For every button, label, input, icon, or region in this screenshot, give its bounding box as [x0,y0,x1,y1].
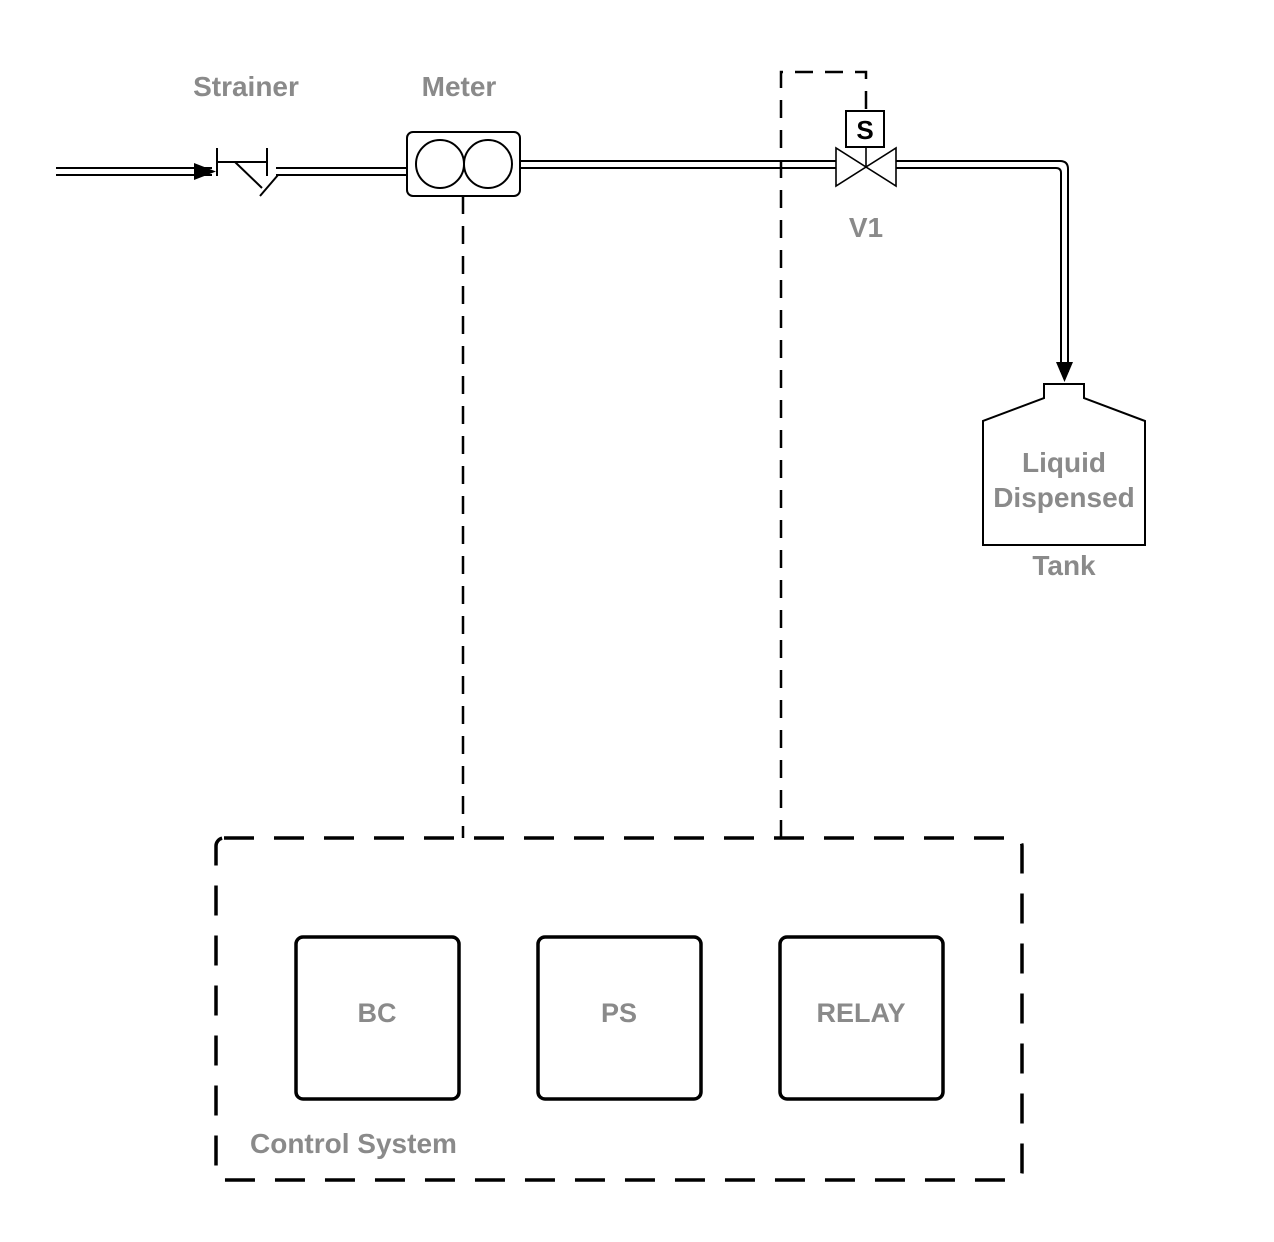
control-system-label: Control System [250,1128,457,1159]
module-relay-label: RELAY [816,998,905,1028]
valve-signal-line [779,70,868,838]
tank-icon [982,383,1146,546]
module-relay-box[interactable] [778,935,945,1101]
signal-lines [461,70,868,838]
module-bc-box[interactable] [294,935,461,1101]
strainer-label: Strainer [193,71,299,102]
tank-content-line2: Dispensed [993,482,1135,513]
inlet-arrow-icon [194,163,216,180]
pipe-meter-valve [520,160,836,169]
tank-arrow-icon [1056,362,1073,382]
tank-content-line1: Liquid [1022,447,1106,478]
solenoid-label: S [856,115,873,145]
module-ps-label: PS [601,998,637,1028]
valve-label: V1 [849,212,883,243]
module-ps-box[interactable] [536,935,703,1101]
module-bc-label: BC [358,998,397,1028]
inlet-pipe [56,163,216,180]
pipe-strainer-meter [276,167,408,176]
meter-label: Meter [422,71,497,102]
strainer-icon [216,148,279,197]
pipe-valve-tank [896,160,1073,382]
solenoid-valve-icon [835,110,897,188]
meter-icon [406,131,521,197]
control-system-boundary [214,836,1024,1182]
tank-label: Tank [1032,550,1096,581]
